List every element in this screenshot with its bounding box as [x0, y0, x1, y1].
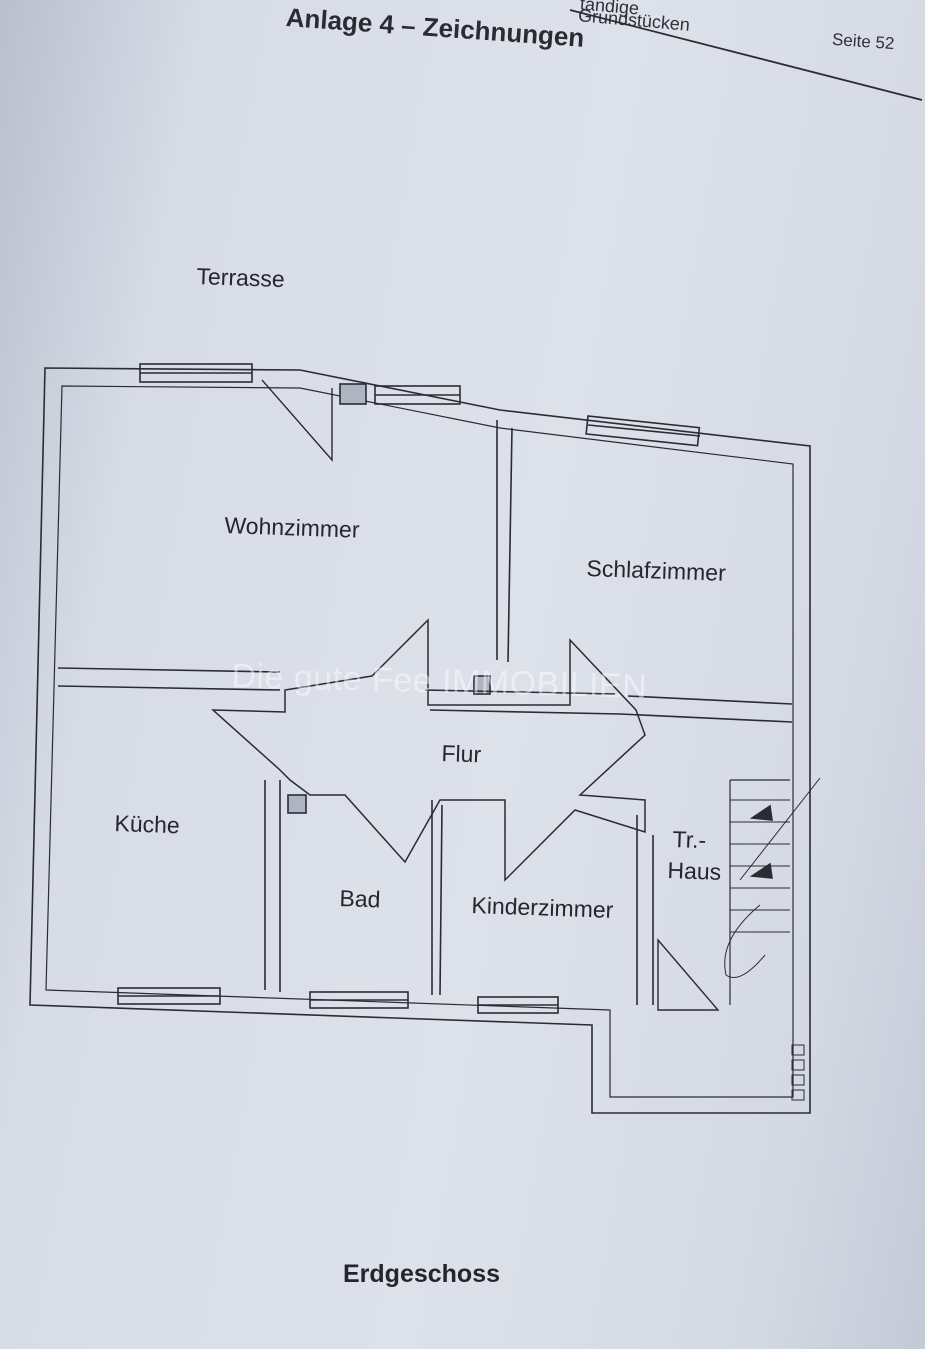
chimney-top	[339, 383, 367, 405]
outside-steps	[791, 1044, 805, 1101]
stair-arrow-2	[749, 862, 773, 879]
wall-kueche-bad	[264, 780, 281, 992]
outer-wall	[29, 367, 811, 1114]
outer-wall-inner	[45, 385, 794, 1098]
flur-outline	[210, 618, 646, 882]
label-schlafzimmer: Schlafzimmer	[586, 555, 727, 586]
chimney-mid	[473, 675, 491, 695]
label-flur: Flur	[441, 740, 482, 768]
staircase-steps	[724, 777, 821, 978]
entrance-door-swing	[657, 938, 720, 1011]
stair-arrow-1	[749, 804, 773, 821]
wall-kinder-tr	[636, 815, 654, 1005]
label-kinderzimmer: Kinderzimmer	[471, 892, 614, 923]
staircase-outline	[729, 779, 790, 1005]
label-bad: Bad	[339, 885, 381, 913]
wall-schlaf-tr	[619, 695, 793, 723]
label-treppenhaus-2: Haus	[667, 857, 722, 885]
label-terrasse: Terrasse	[196, 263, 286, 293]
window-schlafzimmer	[585, 415, 701, 447]
wall-bad-kinder	[431, 800, 443, 996]
wall-wohn-kueche	[57, 667, 281, 691]
label-treppenhaus-1: Tr.-	[672, 826, 707, 854]
wall-wohn-schlaf	[496, 420, 513, 663]
terrace-door-swing	[261, 379, 333, 462]
chimney-bad	[287, 794, 307, 814]
floor-title: Erdgeschoss	[343, 1260, 501, 1288]
header-rule	[569, 9, 923, 101]
label-kueche: Küche	[114, 810, 181, 839]
label-wohnzimmer: Wohnzimmer	[224, 512, 360, 543]
